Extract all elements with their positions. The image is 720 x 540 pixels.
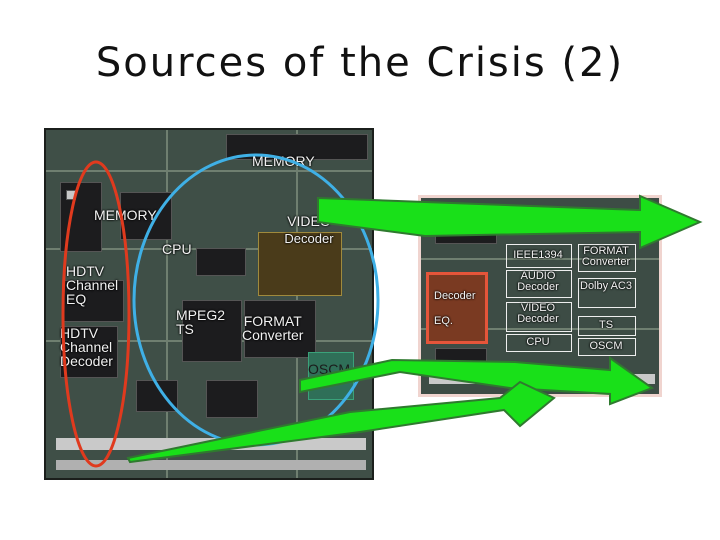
ieee1394-block bbox=[506, 244, 572, 268]
format-converter-block bbox=[578, 244, 636, 272]
mpeg2-ts-chip bbox=[182, 300, 242, 362]
label-cpu: CPU bbox=[162, 241, 192, 257]
label-ts: TS bbox=[598, 319, 614, 331]
label-format-converter-right: FORMAT Converter bbox=[581, 245, 631, 268]
label-mpeg2-ts: MPEG2 TS bbox=[176, 307, 226, 337]
decoder-eq-block bbox=[426, 272, 488, 344]
dolby-ac3-block bbox=[578, 278, 636, 308]
slide-title: Sources of the Crisis (2) bbox=[95, 40, 625, 86]
oscm-block bbox=[578, 338, 636, 356]
cpu-chip bbox=[196, 248, 246, 276]
label-hdtv-channel-eq: HDTV Channel EQ bbox=[66, 263, 119, 307]
middle-green-arrow bbox=[299, 356, 655, 406]
label-ieee1394: IEEE1394 bbox=[513, 249, 563, 261]
label-eq: EQ. bbox=[434, 315, 453, 327]
ts-block bbox=[578, 316, 636, 336]
label-memory-left: MEMORY bbox=[94, 207, 157, 223]
bottom-green-arrow bbox=[126, 380, 556, 464]
cpu-block bbox=[506, 334, 572, 352]
label-format-converter: FORMAT Converter bbox=[242, 313, 304, 343]
audio-decoder-block bbox=[506, 270, 572, 298]
label-oscm-right: OSCM bbox=[589, 340, 623, 352]
video-decoder-block bbox=[506, 302, 572, 332]
hdtv-channel-decoder-chip bbox=[60, 326, 118, 378]
format-converter-chip bbox=[244, 300, 316, 358]
red-highlight-ellipse bbox=[61, 160, 131, 468]
label-audio-decoder: AUDIO Decoder bbox=[517, 270, 559, 293]
top-green-arrow bbox=[317, 194, 703, 250]
connector-strip bbox=[56, 460, 366, 470]
component bbox=[206, 380, 258, 418]
video-decoder-chip bbox=[258, 232, 342, 296]
label-dolby-ac3: Dolby AC3 bbox=[580, 280, 632, 292]
label-cpu-right: CPU bbox=[526, 336, 550, 348]
circuit-board-photo: MEMORY MEMORY VIDEO Decoder CPU HDTV Cha… bbox=[44, 128, 374, 480]
label-video-decoder-right: VIDEO Decoder bbox=[517, 302, 559, 325]
label-hdtv-channel-decoder: HDTV Channel Decoder bbox=[60, 325, 113, 369]
label-decoder: Decoder bbox=[434, 290, 476, 302]
